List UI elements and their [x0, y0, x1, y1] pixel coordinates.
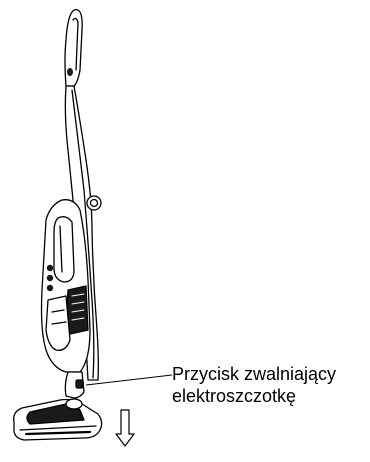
control-dot-2 [47, 275, 53, 281]
handle-button-icon [67, 68, 73, 76]
release-button [76, 380, 83, 388]
handle-top [65, 10, 82, 86]
callout-line-2: elektroszczotkę [172, 385, 368, 407]
control-dot-3 [47, 285, 53, 291]
wand-knob [87, 196, 101, 210]
stick-vacuum [14, 10, 102, 440]
brush-pivot [66, 399, 82, 409]
callout-leader-line [86, 375, 172, 385]
callout-line-1: Przycisk zwalniający [172, 363, 368, 385]
release-button-label: Przycisk zwalniający elektroszczotkę [172, 363, 368, 407]
control-dot-1 [47, 265, 53, 271]
filter-section [67, 286, 88, 334]
down-arrow-icon [116, 410, 134, 446]
